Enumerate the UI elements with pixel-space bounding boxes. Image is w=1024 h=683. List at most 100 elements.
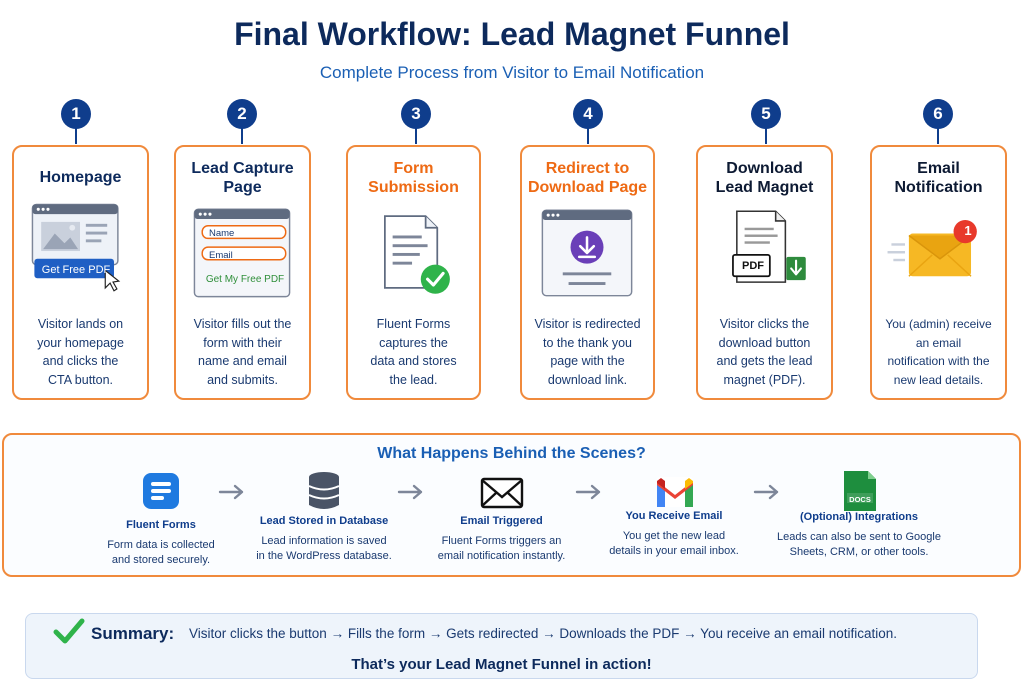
step-title: Lead Capture Page xyxy=(176,159,309,197)
step-title: Redirect to Download Page xyxy=(522,159,653,197)
desc-line: to the thank you xyxy=(543,335,632,350)
step-title: Form Submission xyxy=(348,159,479,197)
desc-line: page with the xyxy=(550,354,625,368)
page-subtitle: Complete Process from Visitor to Email N… xyxy=(319,63,705,82)
behind-step-name: Email Triggered xyxy=(460,515,543,527)
step-card-homepage: Homepage Get Free PDF Visitor lands on y… xyxy=(12,145,149,400)
email-notification-icon xyxy=(887,219,977,277)
checkmark-icon xyxy=(53,618,85,644)
behind-step-integrations: DOCS (Optional) Integrations Leads can a… xyxy=(764,471,954,571)
behind-step-name: You Receive Email xyxy=(625,510,723,522)
desc-line: captures the xyxy=(379,335,448,350)
fluent-forms-icon xyxy=(143,473,179,509)
behind-step-desc: Leads can also be sent to Google Sheets,… xyxy=(764,530,954,560)
arrow-right-icon xyxy=(575,484,601,500)
desc-line: notification with the xyxy=(887,354,990,368)
pdf-download-icon xyxy=(732,210,806,283)
step-description: Visitor fills out the form with their na… xyxy=(184,315,301,389)
step-description: Visitor clicks the download button and g… xyxy=(706,315,823,389)
behind-title: What Happens Behind the Scenes? xyxy=(377,445,646,462)
notification-badge: 1 xyxy=(964,223,972,238)
cta-button-label[interactable]: Get Free PDF xyxy=(41,264,111,276)
step-title-line1: Email xyxy=(917,160,960,177)
desc-line: Visitor is redirected xyxy=(534,317,641,331)
step-number-6: 6 xyxy=(923,99,953,129)
desc-line: Leads can also be sent to Google xyxy=(777,531,941,543)
step-title-line1: Redirect to xyxy=(545,160,630,177)
behind-the-scenes-panel: What Happens Behind the Scenes? Fluent F… xyxy=(2,433,1021,577)
step-description: You (admin) receive an email notificatio… xyxy=(880,315,997,389)
desc-line: Fluent Forms xyxy=(376,317,451,331)
form-window-icon xyxy=(193,208,291,298)
desc-line: new lead details. xyxy=(893,372,984,387)
desc-line: Lead information is saved xyxy=(261,535,387,547)
desc-line: Form data is collected xyxy=(107,539,215,551)
desc-line: CTA button. xyxy=(47,372,114,387)
step-title-line2: Lead Magnet xyxy=(715,179,814,196)
database-icon xyxy=(308,472,340,509)
desc-line: download link. xyxy=(547,372,628,387)
desc-line: and clicks the xyxy=(42,354,119,368)
step-card-lead-capture: Lead Capture Page Name Email Get My Free… xyxy=(174,145,311,400)
step-card-form-submission: Form Submission Fluent Forms captures th… xyxy=(346,145,481,400)
desc-line: details in your email inbox. xyxy=(609,545,739,557)
summary-label: Summary: xyxy=(91,624,175,643)
desc-line: form with their xyxy=(203,335,282,350)
form-email-field[interactable]: Email xyxy=(209,250,233,261)
step-title-line2: Page xyxy=(223,179,262,196)
step-title-line2: Download Page xyxy=(527,179,648,196)
desc-line: and gets the lead xyxy=(716,354,813,368)
envelope-icon xyxy=(480,477,524,509)
pdf-label: PDF xyxy=(742,260,764,272)
behind-step-desc: Fluent Forms triggers an email notificat… xyxy=(424,534,579,564)
desc-line: Sheets, CRM, or other tools. xyxy=(789,546,929,558)
behind-step-fluent-forms: Fluent Forms Form data is collected and … xyxy=(96,471,226,571)
document-check-icon xyxy=(384,215,450,294)
browser-window-icon xyxy=(31,203,121,292)
desc-line: Fluent Forms triggers an xyxy=(441,535,562,547)
step-number-5: 5 xyxy=(751,99,781,129)
arrow-right-icon xyxy=(218,484,244,500)
step-title-line1: Lead Capture xyxy=(191,160,294,177)
download-page-icon xyxy=(541,209,633,297)
behind-step-name: Lead Stored in Database xyxy=(259,515,389,527)
form-name-field[interactable]: Name xyxy=(209,228,235,239)
step-description: Visitor lands on your homepage and click… xyxy=(22,315,139,389)
arrow-right-icon xyxy=(397,484,423,500)
step-number-3: 3 xyxy=(401,99,431,129)
step-title-line1: Download xyxy=(726,160,803,177)
step-number-2: 2 xyxy=(227,99,257,129)
desc-line: the lead. xyxy=(389,372,438,387)
step-number-4: 4 xyxy=(573,99,603,129)
step-title-line2: Submission xyxy=(368,179,459,196)
summary-tagline: That’s your Lead Magnet Funnel in action… xyxy=(351,656,652,673)
step-number-1: 1 xyxy=(61,99,91,129)
desc-line: Visitor clicks the xyxy=(719,317,810,331)
desc-line: You (admin) receive xyxy=(885,317,992,331)
desc-line: and stored securely. xyxy=(111,554,211,566)
step-title-line1: Homepage xyxy=(39,169,122,186)
behind-step-desc: You get the new lead details in your ema… xyxy=(599,529,749,559)
behind-step-email-triggered: Email Triggered Fluent Forms triggers an… xyxy=(424,471,579,571)
behind-step-name: Fluent Forms xyxy=(126,519,196,531)
desc-line: email notification instantly. xyxy=(437,550,566,562)
desc-line: Visitor lands on xyxy=(37,317,124,331)
desc-line: magnet (PDF). xyxy=(723,372,806,387)
step-title: Homepage xyxy=(14,159,147,187)
desc-line: data and stores xyxy=(370,354,457,368)
step-card-redirect: Redirect to Download Page Visitor is red… xyxy=(520,145,655,400)
form-submit-button[interactable]: Get My Free PDF xyxy=(205,274,285,285)
step-description: Visitor is redirected to the thank you p… xyxy=(530,315,645,389)
desc-line: You get the new lead xyxy=(622,530,726,542)
arrow-right-icon xyxy=(753,484,779,500)
desc-line: your homepage xyxy=(37,335,124,350)
summary-panel: Summary: Visitor clicks the button → Fil… xyxy=(25,613,978,679)
desc-line: an email xyxy=(915,335,962,350)
gmail-icon xyxy=(657,477,693,507)
step-card-email-notification: Email Notification 1 You (admin) receive… xyxy=(870,145,1007,400)
step-title: Download Lead Magnet xyxy=(698,159,831,197)
behind-step-name: (Optional) Integrations xyxy=(800,511,918,523)
behind-step-desc: Lead information is saved in the WordPre… xyxy=(249,534,399,564)
desc-line: in the WordPress database. xyxy=(256,550,392,562)
step-title: Email Notification xyxy=(872,159,1005,197)
